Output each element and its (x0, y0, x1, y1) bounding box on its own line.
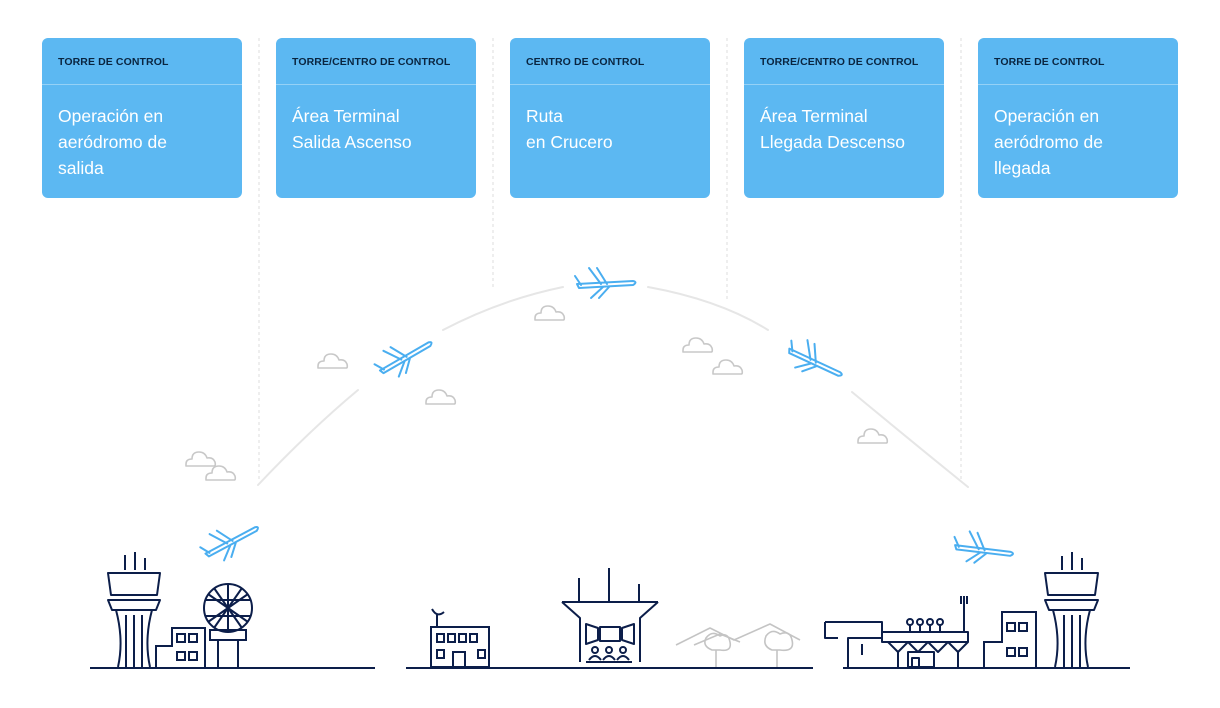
airplanes (195, 267, 1017, 571)
phase-card-header: CENTRO DE CONTROL (510, 38, 710, 85)
phase-card-title: Operación en aeródromo de llegada (994, 106, 1103, 178)
phase-card-header: TORRE DE CONTROL (42, 38, 242, 85)
phase-card-departure-aerodrome: TORRE DE CONTROL Operación en aeródromo … (42, 38, 242, 198)
cloud-icon (205, 465, 237, 481)
control-tower-icon (1044, 552, 1099, 668)
phase-card-header: TORRE/CENTRO DE CONTROL (744, 38, 944, 85)
phase-card-header: TORRE/CENTRO DE CONTROL (276, 38, 476, 85)
flight-path-arc (257, 286, 969, 488)
office-building-icon (155, 627, 206, 667)
airplane-icon (369, 328, 440, 385)
control-tower-icon (107, 552, 161, 668)
airplane-icon (574, 267, 637, 299)
airplane-icon (949, 528, 1017, 571)
phase-card-title: Área Terminal Salida Ascenso (292, 106, 412, 152)
radar-dome-icon (203, 583, 253, 667)
cloud-icon (857, 428, 889, 444)
cloud-icon (534, 305, 566, 321)
hills-and-trees (675, 623, 801, 667)
airplane-icon (195, 513, 266, 569)
phase-card-arrival-terminal: TORRE/CENTRO DE CONTROL Área Terminal Ll… (744, 38, 944, 198)
office-building-icon (983, 611, 1037, 667)
tree-icon (764, 630, 794, 667)
airplane-icon (780, 332, 850, 390)
clouds (185, 305, 889, 481)
phase-card-title: Ruta en Crucero (526, 106, 613, 152)
phase-card-title: Área Terminal Llegada Descenso (760, 106, 905, 152)
cloud-icon (682, 337, 714, 353)
tree-icon (704, 632, 732, 667)
cloud-icon (425, 389, 457, 405)
phase-card-en-route: CENTRO DE CONTROL Ruta en Crucero (510, 38, 710, 198)
terminal-building-icon (824, 596, 969, 668)
phase-card-arrival-aerodrome: TORRE DE CONTROL Operación en aeródromo … (978, 38, 1178, 198)
phase-card-header: TORRE DE CONTROL (978, 38, 1178, 85)
phase-card-title: Operación en aeródromo de salida (58, 106, 167, 178)
cloud-icon (185, 451, 217, 467)
control-center-icon (561, 568, 659, 663)
office-building-icon (430, 608, 490, 668)
column-dividers (258, 38, 962, 480)
cloud-icon (317, 353, 349, 369)
cloud-icon (712, 359, 744, 375)
phase-card-departure-terminal: TORRE/CENTRO DE CONTROL Área Terminal Sa… (276, 38, 476, 198)
